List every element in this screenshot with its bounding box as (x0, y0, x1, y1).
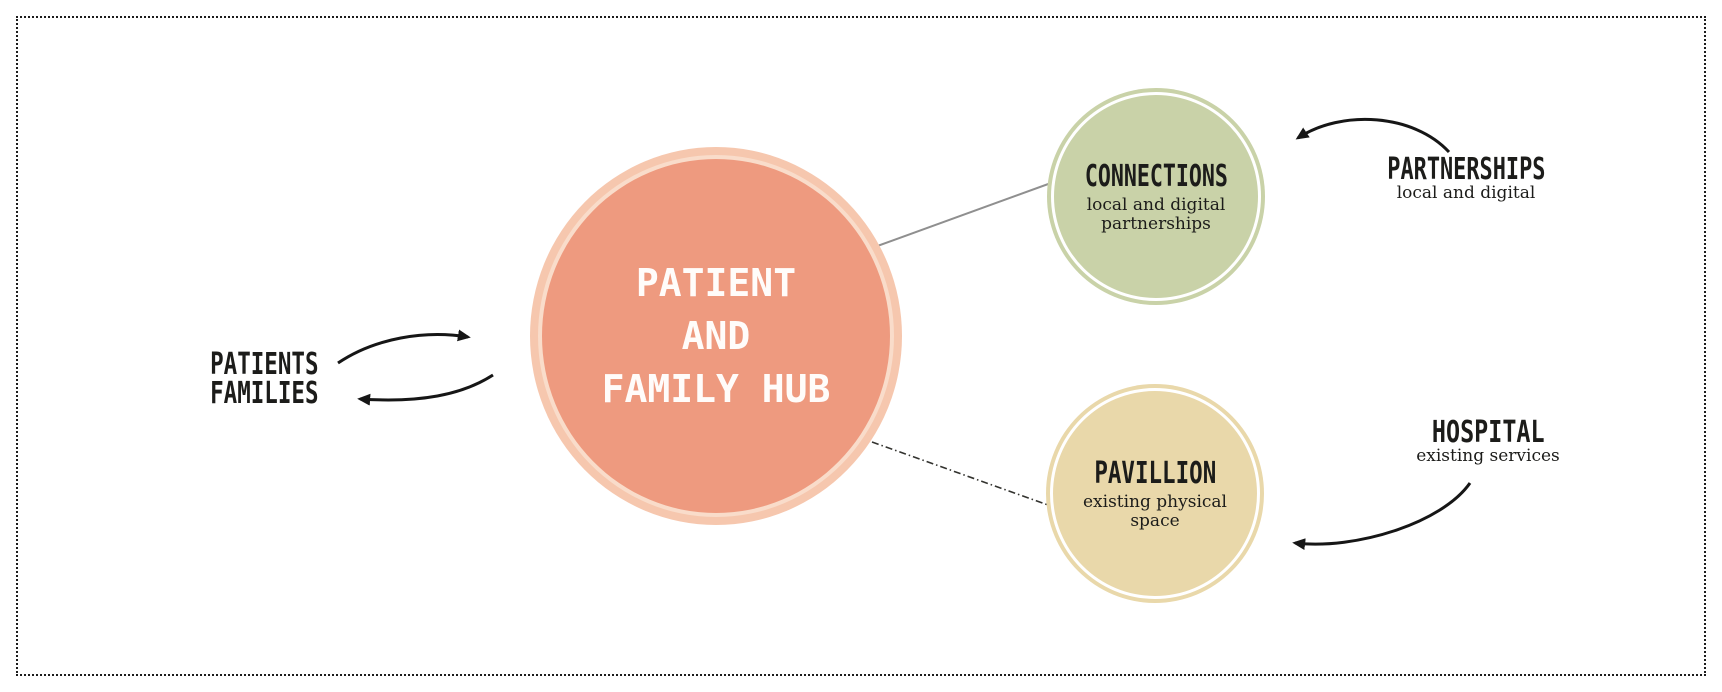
arrow-hub-to-patients-icon (357, 373, 494, 406)
hub-circle-inner: PATIENT AND FAMILY HUB (538, 155, 894, 517)
hub-title-line2: AND (681, 313, 751, 358)
connector-hub-to-pavillion (871, 441, 1063, 511)
pavillion-title: PAVILLION (1094, 455, 1216, 491)
connector-hub-to-connections (857, 178, 1063, 254)
hospital-title: HOSPITAL (1431, 415, 1545, 450)
arrow-hospital-to-pavillion-icon (1292, 482, 1472, 551)
connections-title: CONNECTIONS (1084, 158, 1228, 194)
partnerships-subtitle: local and digital (1396, 183, 1536, 203)
hub-title-line3: FAMILY HUB (601, 366, 831, 411)
arrow-partnerships-to-connections-icon (1295, 117, 1451, 154)
hospital-label: HOSPITAL existing services (1338, 418, 1638, 466)
families-line: FAMILIES (209, 376, 318, 411)
pavillion-subtitle-line1: existing physical (1082, 491, 1227, 512)
connections-subtitle-line2: partnerships (1101, 213, 1211, 234)
hospital-subtitle: existing services (1416, 446, 1560, 466)
partnerships-title: PARTNERSHIPS (1386, 152, 1546, 187)
pavillion-subtitle: existing physical space (1082, 491, 1227, 531)
patients-families-label: PATIENTS FAMILIES (130, 347, 318, 411)
connections-circle: CONNECTIONS local and digital partnershi… (1047, 88, 1265, 305)
hub-circle: PATIENT AND FAMILY HUB (530, 147, 902, 525)
connections-subtitle: local and digital partnerships (1086, 194, 1226, 234)
pavillion-subtitle-line2: space (1130, 510, 1180, 531)
connections-subtitle-line1: local and digital (1086, 194, 1226, 215)
partnerships-label: PARTNERSHIPS local and digital (1316, 155, 1616, 203)
patients-line: PATIENTS (209, 347, 318, 382)
hub-title-line1: PATIENT (635, 260, 797, 305)
arrow-patients-to-hub-icon (337, 329, 471, 365)
pavillion-circle: PAVILLION existing physical space (1046, 384, 1264, 603)
patients-families-text: PATIENTS FAMILIES (209, 347, 318, 411)
hub-title: PATIENT AND FAMILY HUB (602, 257, 831, 416)
